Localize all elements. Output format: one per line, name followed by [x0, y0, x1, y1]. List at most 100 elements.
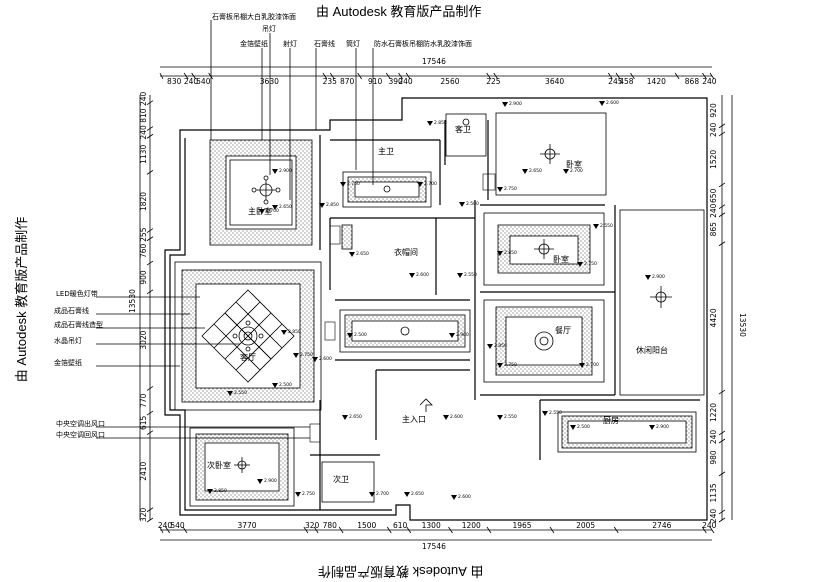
top-dim-tick	[322, 72, 328, 80]
top-dim-segment-7: 390	[388, 77, 403, 86]
top-dim-tick	[630, 72, 635, 80]
top-dim-tick	[191, 72, 197, 80]
elevation-label: 2.550	[234, 390, 247, 396]
callout-gold-wallpaper-left: 金箔壁纸	[54, 358, 82, 367]
bottom-dim-segment-10: 2005	[576, 521, 595, 530]
room-second-bedroom: 次卧室	[207, 460, 231, 470]
elevation-marker	[417, 182, 423, 187]
elevation-marker	[347, 333, 353, 338]
second-bath-ceiling: 次卫	[321, 461, 375, 503]
callout-spotlight: 射灯	[283, 39, 297, 48]
right-dim-segment-4: 240	[709, 203, 718, 218]
top-dim-tick	[329, 72, 335, 80]
top-dimension-chain: 17546	[160, 57, 712, 77]
bottom-dim-tick	[549, 526, 555, 534]
elevation-marker	[459, 202, 465, 207]
room-bedroom-mid: 卧室	[553, 254, 569, 264]
left-dim-tick	[146, 126, 154, 131]
bottom-dim-tick	[613, 526, 619, 534]
bottom-dim-segment-1: 540	[170, 521, 185, 530]
left-dim-segment-12: 320	[139, 508, 148, 523]
elevation-marker	[272, 383, 278, 388]
left-dim-tick	[146, 236, 154, 242]
left-dim-tick	[146, 507, 154, 513]
left-dim-segment-8: 3020	[139, 330, 148, 349]
elevation-marker	[404, 492, 410, 497]
bottom-dim-tick	[303, 526, 309, 534]
bottom-dim-segment-6: 610	[393, 521, 408, 530]
watermark-top: 由 Autodesk 教育版产品制作	[316, 4, 482, 19]
bottom-dim-tick	[486, 526, 492, 534]
room-entrance: 主入口	[402, 414, 426, 424]
top-dim-segment-16: 240	[702, 77, 717, 86]
elevation-marker	[443, 415, 449, 420]
elevation-label: 2.900	[656, 424, 669, 430]
room-bedroom-ne: 卧室	[566, 159, 582, 169]
bottom-dim-segment-4: 780	[323, 521, 338, 530]
elevation-marker	[207, 489, 213, 494]
elevation-label: 2.700	[266, 208, 279, 214]
room-kitchen: 厨房	[603, 415, 619, 425]
elevation-label: 2.500	[354, 332, 367, 338]
elevation-marker	[457, 273, 463, 278]
bottom-dim-tick	[165, 526, 171, 534]
bottom-total-dim: 17546	[422, 542, 446, 551]
callout-downlight: 筒灯	[346, 39, 360, 48]
left-callouts: LED暖色灯带 成品石膏线 成品石膏线造型 水晶吊灯 金箔壁纸 中央空调出风口 …	[54, 289, 310, 439]
bottom-dim-tick	[338, 526, 344, 534]
elevation-label: 2.900	[279, 168, 292, 174]
elevation-label: 2.850	[434, 120, 447, 126]
right-dim-segment-9: 980	[709, 450, 718, 465]
top-callouts: 石膏板吊棚大白乳胶漆饰面 吊灯 金箔壁纸 射灯 石膏线 筒灯 防水石膏板吊棚防水…	[210, 12, 472, 200]
left-dim-segment-0: 240	[139, 91, 148, 106]
elevation-marker	[599, 101, 605, 106]
elevation-label: 2.650	[349, 414, 362, 420]
elevation-label: 2.600	[416, 272, 429, 278]
top-dim-tick	[615, 72, 621, 80]
bottom-dim-tick	[701, 526, 707, 534]
elevation-label: 2.600	[606, 100, 619, 106]
elevation-marker	[427, 121, 433, 126]
room-master-bath: 主卫	[378, 146, 394, 156]
right-dim-segment-6: 4420	[709, 308, 718, 327]
top-dim-tick	[405, 72, 411, 80]
left-dim-segment-9: 770	[139, 393, 148, 408]
leisure-balcony: 休闲阳台	[619, 209, 705, 396]
elevation-label: 2.750	[504, 362, 517, 368]
left-dim-segment-5: 255	[139, 227, 148, 242]
top-dim-segment-12: 245	[608, 77, 623, 86]
callout-gypsum-ceiling: 石膏板吊棚大白乳胶漆饰面	[212, 12, 296, 21]
bottom-dim-segment-11: 2746	[652, 521, 671, 530]
elevation-marker	[342, 415, 348, 420]
top-dim-tick	[486, 72, 492, 80]
elevation-marker	[593, 224, 599, 229]
elevation-marker	[563, 169, 569, 174]
elevation-label: 2.900	[509, 101, 522, 107]
left-dim-tick	[146, 289, 154, 295]
bottom-dim-segment-0: 240	[158, 521, 173, 530]
room-dining: 餐厅	[555, 326, 571, 335]
top-dim-segment-15: 868	[685, 77, 700, 86]
elevation-marker	[319, 203, 325, 208]
right-dim-segment-5: 865	[709, 222, 718, 237]
elevation-label: 2.900	[652, 274, 665, 280]
right-dim-tick	[718, 517, 726, 523]
room-guest-bath: 客卫	[455, 124, 471, 134]
left-dim-tick	[146, 228, 154, 233]
right-dim-tick	[718, 131, 726, 137]
elevation-marker	[579, 363, 585, 368]
elevation-marker	[340, 182, 346, 187]
elevation-label: 2.700	[424, 181, 437, 187]
elevation-label: 2.700	[586, 362, 599, 368]
top-dim-segment-9: 2560	[440, 77, 459, 86]
right-dim-tick	[718, 389, 726, 395]
top-dim-segment-10: 225	[486, 77, 501, 86]
elevation-label: 2.850	[504, 250, 517, 256]
elevation-label: 2.900	[456, 332, 469, 338]
elevation-label: 2.700	[570, 168, 583, 174]
top-dim-tick	[493, 72, 499, 80]
master-bedroom-ceiling: 主卧室	[209, 139, 313, 246]
top-total-dim: 17546	[422, 57, 446, 66]
